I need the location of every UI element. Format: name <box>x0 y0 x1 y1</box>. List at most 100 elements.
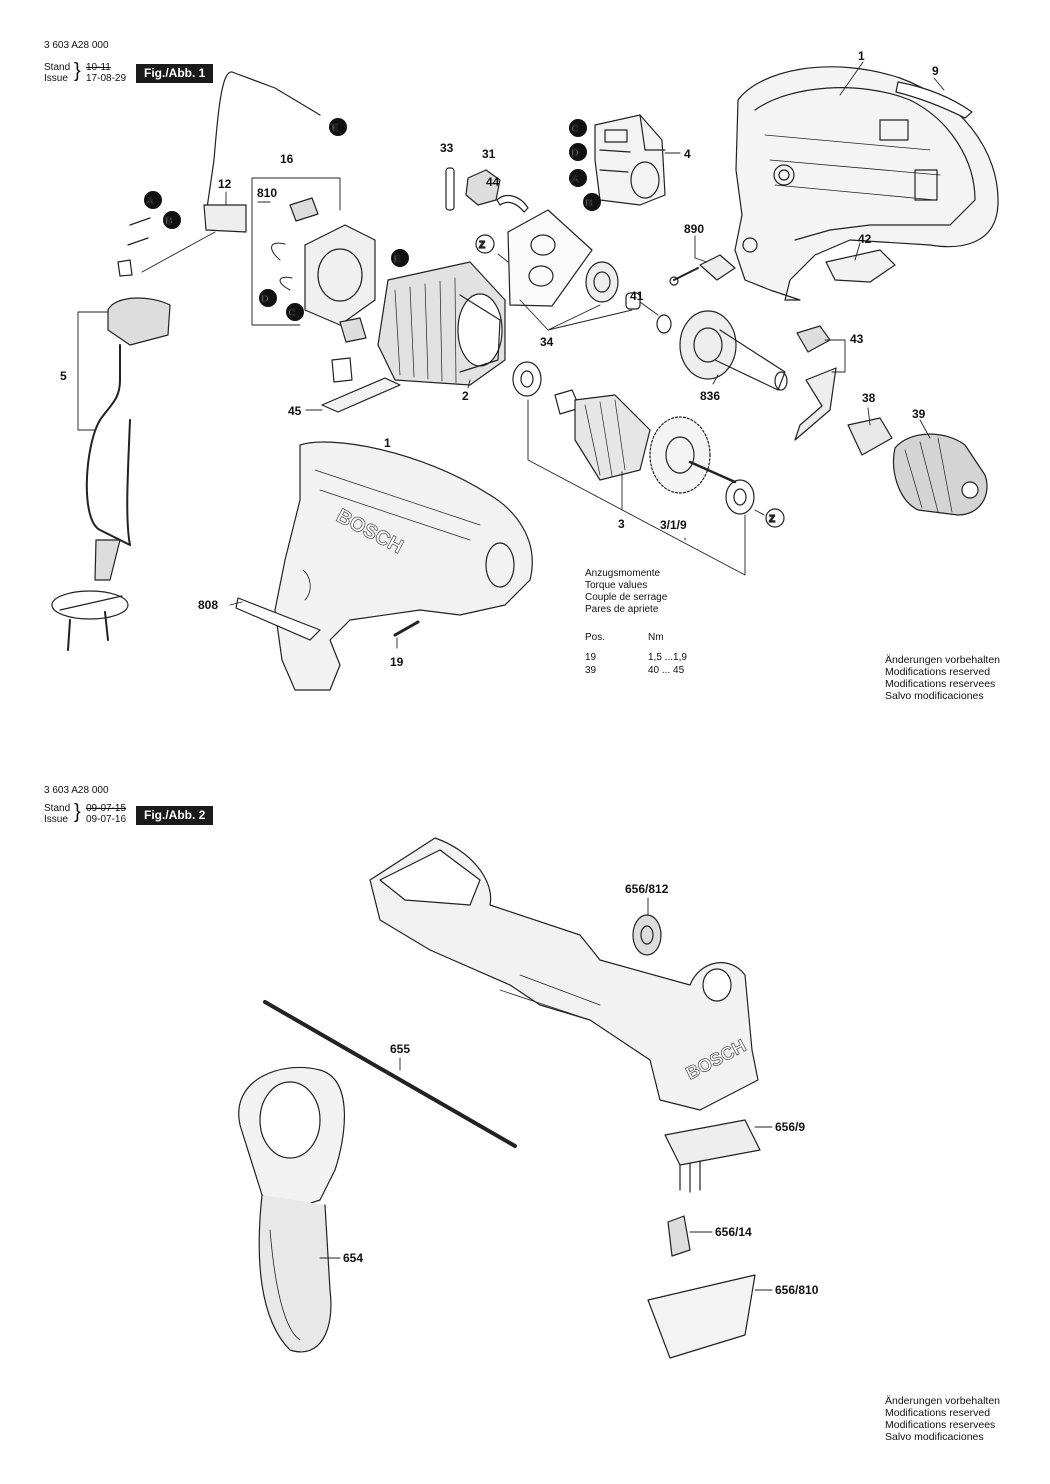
brace-fig1: } <box>74 60 81 82</box>
part-label: 41 <box>630 289 644 303</box>
housing-half-shape <box>734 66 999 301</box>
part-label: 12 <box>218 177 232 191</box>
bearing-shape <box>512 361 542 397</box>
doc-number-fig1: 3 603 A28 000 <box>44 40 109 51</box>
part-label: 810 <box>257 186 277 200</box>
part-label: 656/810 <box>775 1283 819 1297</box>
slide-shape <box>321 357 401 413</box>
gear-shaft-shape <box>679 310 788 391</box>
label-strip-shape <box>895 81 973 119</box>
torque-row-nm: 40 ... 45 <box>648 665 685 676</box>
brush-cap-shape <box>465 169 501 206</box>
marker-label: B <box>165 216 172 227</box>
fig-tag-1: Fig./Abb. 1 <box>136 64 214 83</box>
notice-line: Modifications reserved <box>885 1407 991 1419</box>
part-label: 39 <box>912 407 926 421</box>
part-label: 5 <box>60 369 67 383</box>
gear-ring-shape <box>585 261 641 310</box>
marker-label: C <box>288 308 295 319</box>
stand-label-fig1: Stand <box>44 62 71 73</box>
side-handle-shape <box>238 1066 345 1353</box>
insert-shape <box>664 1119 761 1193</box>
clip-shape <box>496 194 529 213</box>
marker-label: C <box>571 124 578 135</box>
part-label: 43 <box>850 332 864 346</box>
marker-label: Z <box>769 514 775 525</box>
leader-lines <box>77 61 945 649</box>
marker-d <box>259 289 277 307</box>
lock-button-shape <box>794 325 837 441</box>
stand-value-fig2: 09-07-15 <box>86 803 127 814</box>
issue-value-fig1: 17-08-29 <box>86 73 127 84</box>
part-label: 3 <box>618 517 625 531</box>
brush-holder-shape <box>271 197 376 343</box>
part-label: 42 <box>858 232 872 246</box>
cable-plug-shape <box>51 71 321 651</box>
depth-rod-shape <box>263 1000 517 1148</box>
part-label: 656/9 <box>775 1120 805 1134</box>
part-label: 19 <box>390 655 404 669</box>
torque-head-pos: Pos. <box>585 632 606 643</box>
marker-label: E <box>332 123 339 134</box>
torque-head-unit: Nm <box>648 632 664 643</box>
marker-e <box>329 118 347 136</box>
marker-label: Z <box>479 240 485 251</box>
part-label: 45 <box>288 404 302 418</box>
torque-row-pos: 19 <box>585 652 597 663</box>
doc-number-fig2: 3 603 A28 000 <box>44 785 109 796</box>
notice-line: Salvo modificaciones <box>885 690 984 702</box>
stand-label-fig2: Stand <box>44 803 71 814</box>
part-label: 16 <box>280 152 294 166</box>
marker-c <box>569 119 587 137</box>
bearing-inner-shape <box>520 370 534 388</box>
label-wedge-shape <box>235 597 321 641</box>
fig-tag-2: Fig./Abb. 2 <box>136 806 214 825</box>
part-label: 1 <box>384 436 391 450</box>
marker-label: A <box>146 196 153 207</box>
seal-ring-inner-shape <box>640 925 654 945</box>
marker-e <box>391 249 409 267</box>
notice-line: Änderungen vorbehalten <box>885 654 1001 666</box>
marker-c <box>286 303 304 321</box>
torque-row-pos: 39 <box>585 665 597 676</box>
marker-label: D <box>571 148 578 159</box>
issue-value-fig2: 09-07-16 <box>86 814 127 825</box>
switch-shape <box>594 114 666 206</box>
marker-label: E <box>394 254 401 265</box>
screw-lever-shape <box>669 254 736 286</box>
torque-title-line: Pares de apriete <box>585 604 659 615</box>
notice-line: Salvo modificaciones <box>885 1431 984 1443</box>
torque-title-line: Torque values <box>585 580 648 591</box>
bracket-shape <box>825 249 896 283</box>
dust-box-shape <box>647 1274 756 1359</box>
issue-label-fig2: Issue <box>44 814 68 825</box>
marker-b <box>163 211 181 229</box>
seal-ring-shape <box>632 914 662 956</box>
marker-label: D <box>261 294 268 305</box>
torque-row-nm: 1,5 ...1,9 <box>648 652 687 663</box>
part-label: 38 <box>862 391 876 405</box>
marker-z <box>765 508 785 528</box>
housing-assembled-shape: BOSCH <box>274 441 533 691</box>
part-label: 33 <box>440 141 454 155</box>
notice-line: Änderungen vorbehalten <box>885 1395 1001 1407</box>
part-label: 44 <box>486 175 500 189</box>
issue-label-fig1: Issue <box>44 73 68 84</box>
washer-shape <box>656 314 672 334</box>
part-label: 655 <box>390 1042 410 1056</box>
chuck-shape <box>892 433 988 516</box>
part-label: 4 <box>684 147 691 161</box>
stand-value-fig1: 10-11 <box>86 62 111 73</box>
part-label: 9 <box>932 64 939 78</box>
part-label: 890 <box>684 222 704 236</box>
dust-attachment-shape: BOSCH <box>369 837 759 1111</box>
marker-a <box>144 191 162 209</box>
notice-line: Modifications reservees <box>885 678 996 690</box>
part-label: 656/812 <box>625 882 669 896</box>
part-label: 34 <box>540 335 554 349</box>
part-label: 836 <box>700 389 720 403</box>
armature-shape <box>554 389 755 515</box>
brace-fig2: } <box>74 801 81 823</box>
screw-shape <box>393 620 420 637</box>
